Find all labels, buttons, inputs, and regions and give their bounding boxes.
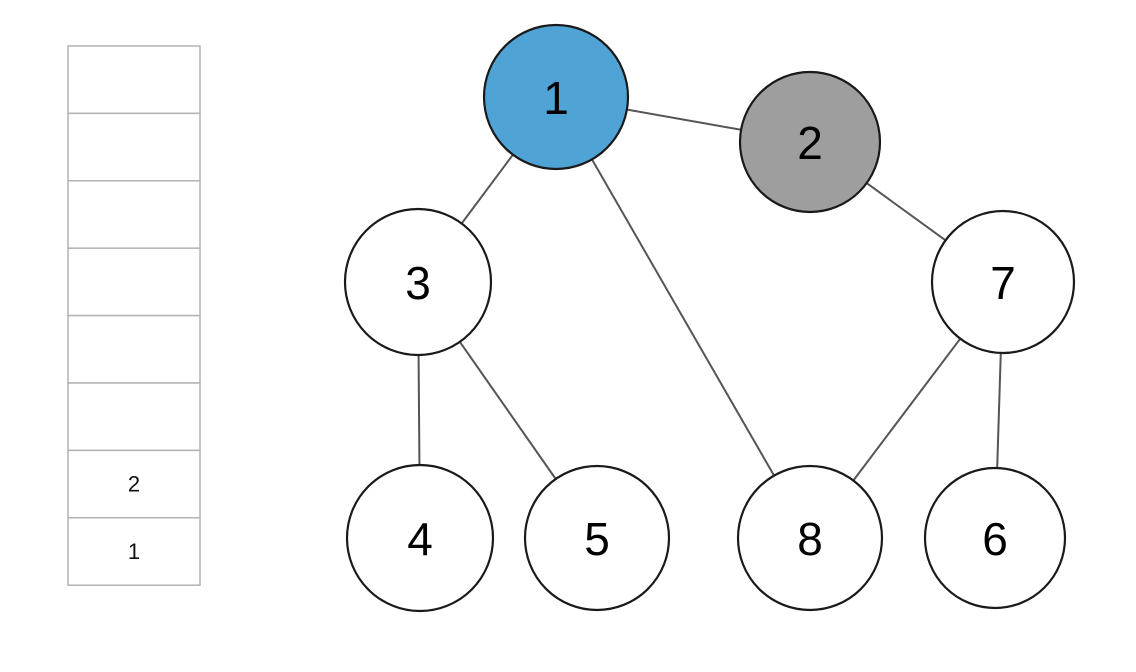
node-circle[interactable] — [930, 209, 1076, 355]
graph-node[interactable]: 5 — [523, 464, 671, 612]
node-circle[interactable] — [345, 463, 495, 613]
graph-edge — [852, 338, 962, 482]
edge-group — [417, 108, 1002, 482]
graph-node[interactable]: 2 — [738, 70, 882, 214]
graph-node[interactable]: 6 — [923, 466, 1067, 610]
node-circle[interactable] — [343, 207, 493, 357]
graph-edge — [460, 154, 514, 225]
graph-node[interactable]: 3 — [343, 207, 493, 357]
node-circle[interactable] — [482, 23, 630, 171]
graph-node[interactable]: 7 — [930, 209, 1076, 355]
stack-cell[interactable] — [67, 382, 201, 452]
graph-edge — [866, 182, 947, 242]
stack-cell[interactable] — [67, 112, 201, 182]
stack-cell[interactable] — [67, 45, 201, 115]
node-circle[interactable] — [738, 70, 882, 214]
graph-node[interactable]: 4 — [345, 463, 495, 613]
stack-cell[interactable] — [67, 517, 201, 586]
node-circle[interactable] — [523, 464, 671, 612]
stack-cell[interactable] — [67, 449, 201, 519]
node-circle[interactable] — [923, 466, 1067, 610]
stack-cell[interactable] — [67, 314, 201, 384]
node-circle[interactable] — [736, 464, 884, 612]
stack-panel: 21 — [67, 45, 201, 586]
graph-edge — [996, 352, 1002, 469]
graph-edge — [591, 158, 775, 477]
stack-cell[interactable] — [67, 247, 201, 317]
graph-edge — [417, 354, 421, 466]
graph-node[interactable]: 8 — [736, 464, 884, 612]
stack-cell[interactable] — [67, 180, 201, 249]
graph-node[interactable]: 1 — [482, 23, 630, 171]
graph-edge — [459, 341, 557, 480]
graph-edge — [626, 108, 742, 131]
